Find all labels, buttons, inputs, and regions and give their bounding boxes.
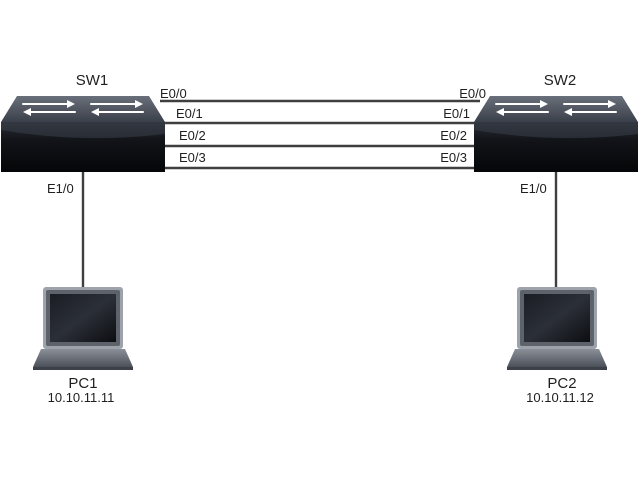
sw1-label: SW1: [76, 72, 109, 89]
sw2-port-e1-0: E1/0: [520, 181, 547, 196]
sw2-port-e0-3: E0/3: [440, 150, 467, 165]
sw2-port-e0-2: E0/2: [440, 128, 467, 143]
sw1-port-e0-1: E0/1: [176, 106, 203, 121]
sw1-port-e0-2: E0/2: [179, 128, 206, 143]
sw1-port-e0-3: E0/3: [179, 150, 206, 165]
sw1-port-e1-0: E1/0: [47, 181, 74, 196]
pc1-ip-address: 10.10.11.11: [48, 390, 115, 405]
pc2-ip-address: 10.10.11.12: [526, 390, 594, 405]
sw2-port-e0-0: E0/0: [459, 86, 486, 101]
laptop-icon: [507, 287, 607, 370]
sw2-port-e0-1: E0/1: [443, 106, 470, 121]
layer2-switch-icon: [473, 95, 639, 173]
inter-switch-links: [160, 99, 480, 170]
layer2-switch-icon: [0, 95, 166, 173]
pc1-label: PC1: [68, 375, 97, 392]
sw1-port-e0-0: E0/0: [160, 86, 187, 101]
sw2-label: SW2: [544, 72, 577, 89]
laptop-icon: [33, 287, 133, 370]
pc2-label: PC2: [547, 375, 576, 392]
